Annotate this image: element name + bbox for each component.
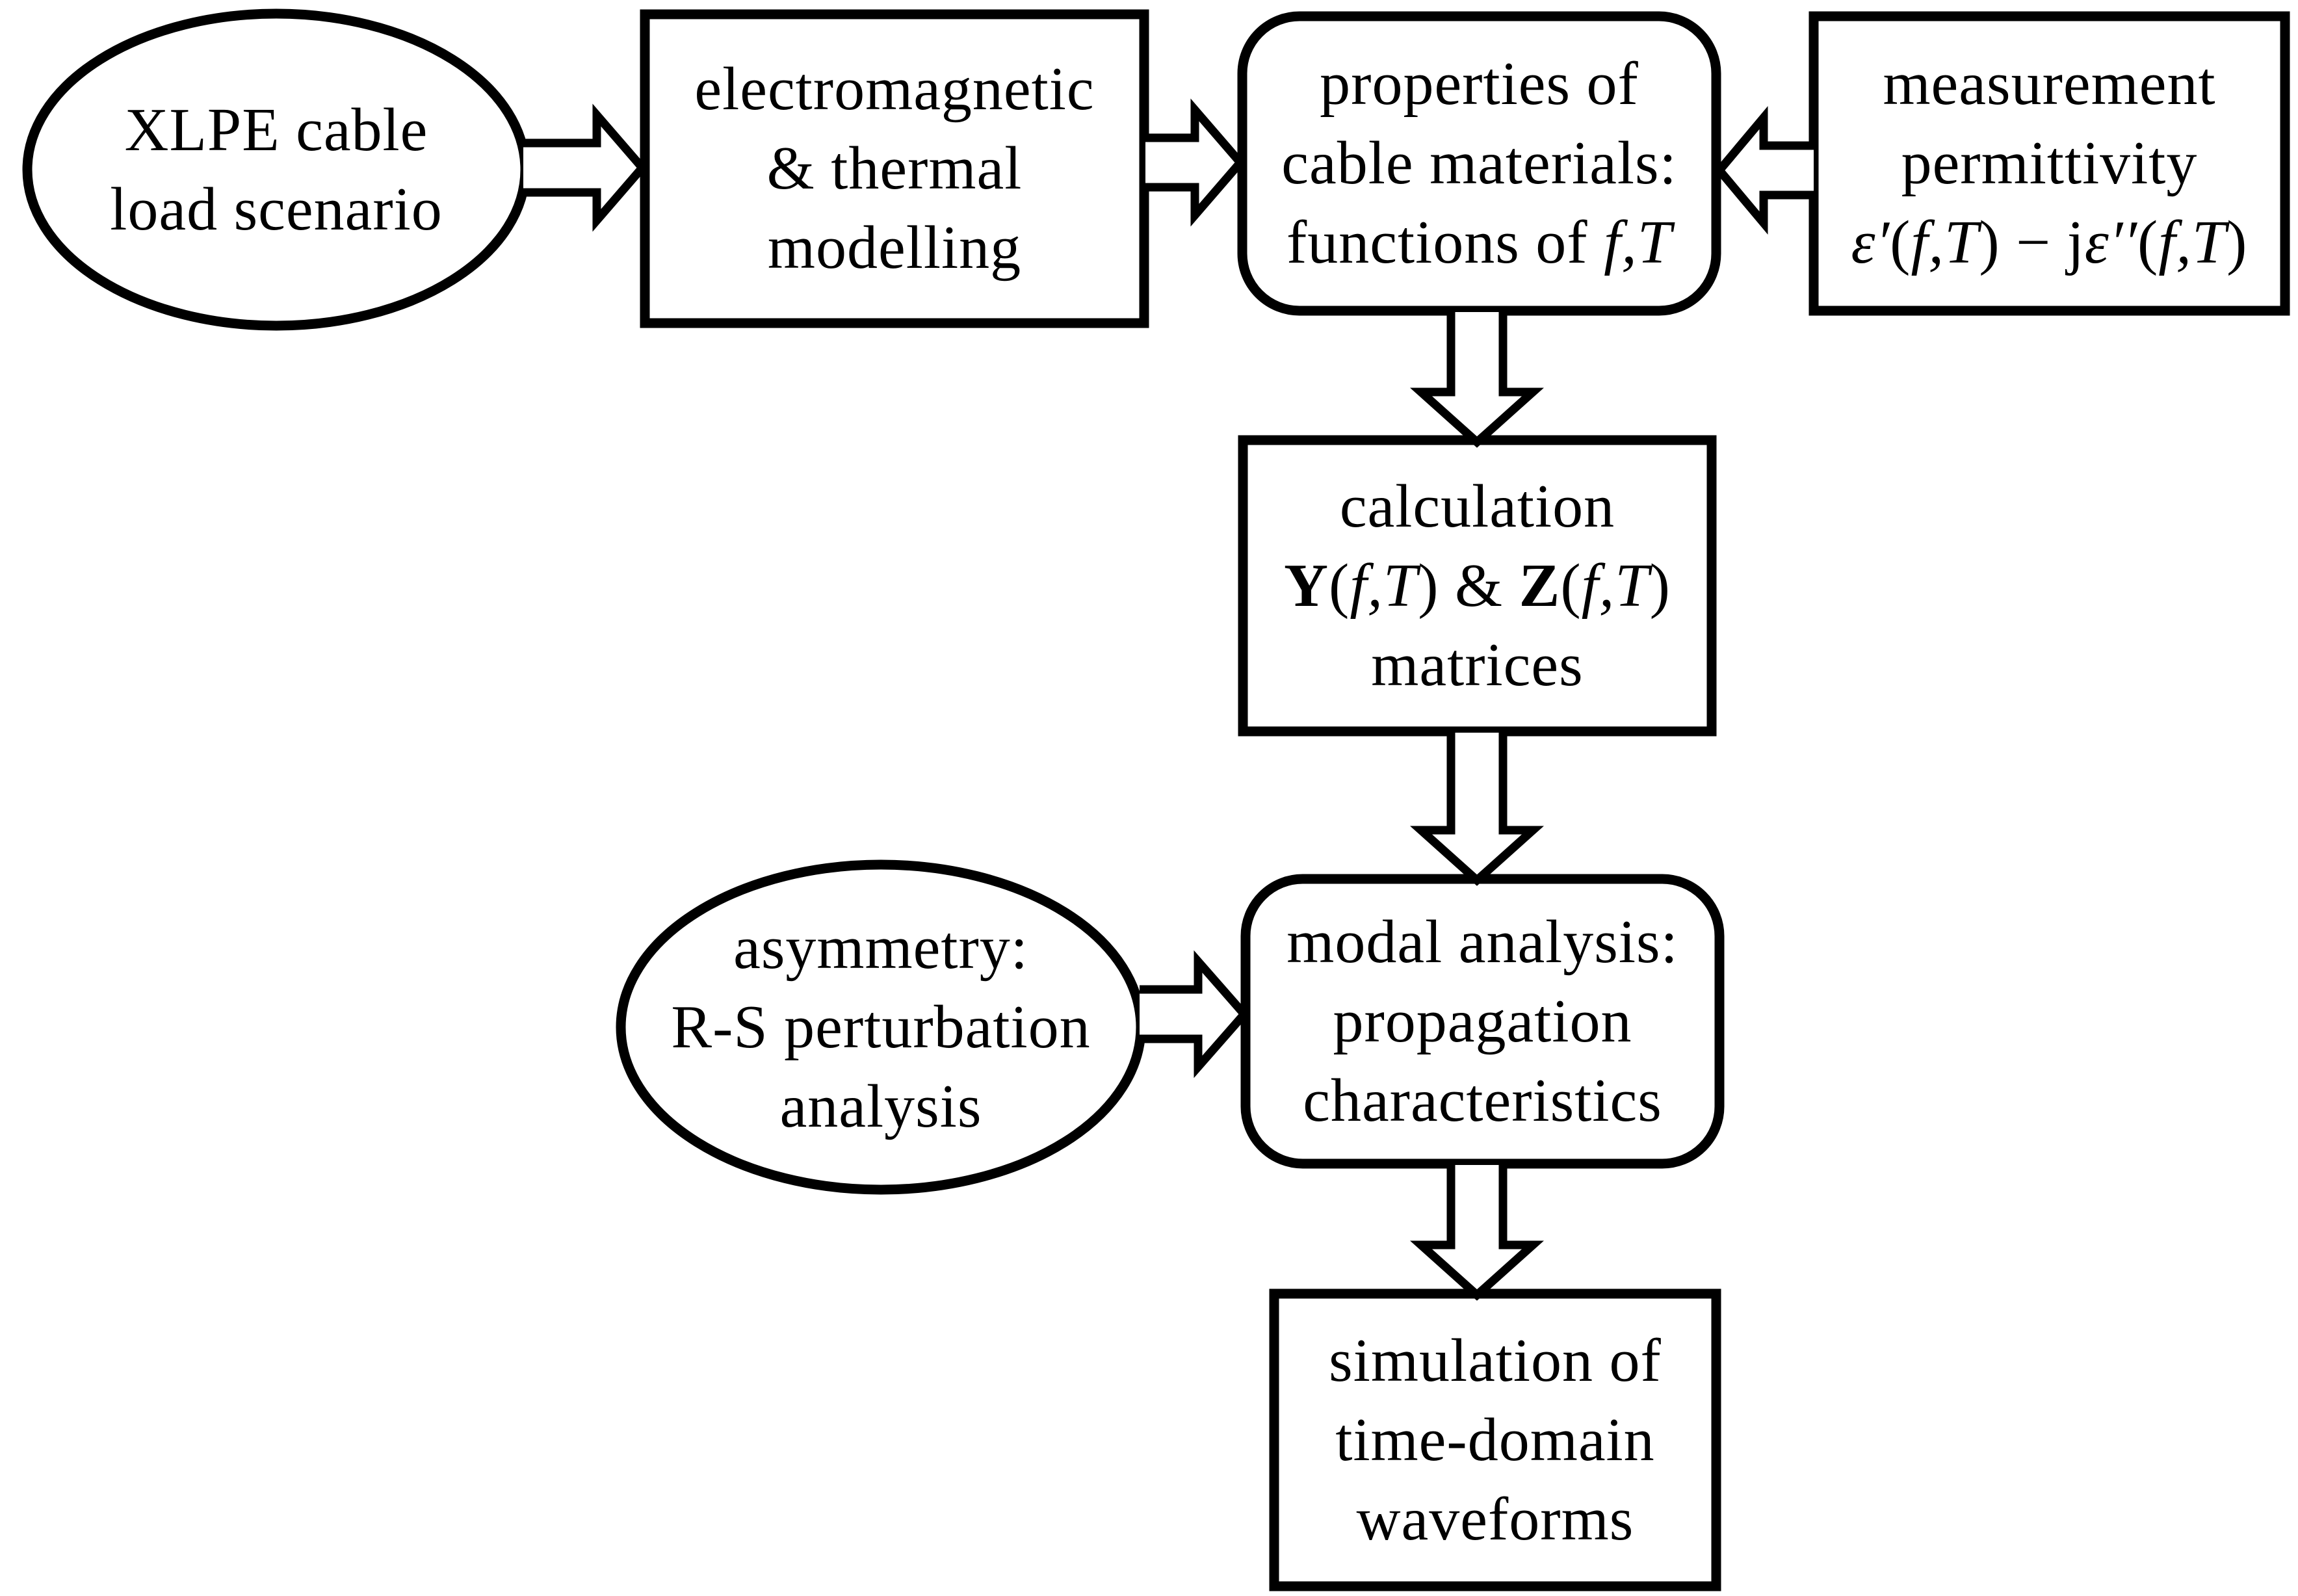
measurement-box-label: measurement permittivity ε′(f,T) − jε′′(…: [1814, 44, 2285, 282]
text-line: load scenario: [110, 176, 443, 243]
simulation-box-label: simulation of time-domain waveforms: [1274, 1321, 1716, 1559]
text-line: time-domain: [1335, 1406, 1655, 1474]
arrow-measurement-to-properties: [1714, 106, 1814, 235]
asymmetry-ellipse-label: asymmetry: R-S perturbation analysis: [621, 908, 1141, 1146]
permittivity-formula: ε′(f,T) − jε′′(f,T): [1851, 209, 2248, 276]
text-line: XLPE cable: [124, 96, 428, 164]
text-line: calculation: [1339, 473, 1615, 540]
text-line: analysis: [779, 1073, 982, 1140]
calculation-box-label: calculation Y(f,T) & Z(f,T) matrices: [1243, 467, 1712, 705]
text-line: asymmetry:: [733, 914, 1028, 982]
arrow-em-to-properties: [1145, 98, 1246, 227]
arrow-calculation-to-modal: [1409, 733, 1545, 886]
em-thermal-box-shape: [640, 9, 1149, 328]
text-line: propagation: [1333, 988, 1632, 1055]
calculation-box-shape: [1238, 435, 1717, 737]
text-line: simulation of: [1329, 1327, 1662, 1394]
simulation-box-shape: [1269, 1289, 1721, 1591]
text-line: cable materials:: [1281, 129, 1677, 197]
text-line: R-S perturbation: [671, 993, 1091, 1061]
arrow-properties-to-calculation: [1409, 312, 1545, 448]
text-line: permittivity: [1901, 129, 2198, 197]
modal-box-label: modal analysis: propagation characterist…: [1246, 902, 1719, 1140]
arrow-modal-to-simulation: [1409, 1165, 1545, 1301]
xlpe-ellipse-label: XLPE cable load scenario: [49, 90, 504, 249]
text-line: modelling: [767, 214, 1022, 281]
text-line: waveforms: [1356, 1485, 1634, 1553]
em-thermal-box-label: electromagnetic & thermal modelling: [645, 49, 1144, 287]
text-line: characteristics: [1303, 1067, 1662, 1134]
arrow-asymmetry-to-modal: [1140, 950, 1250, 1079]
properties-box-label: properties of cable materials: functions…: [1242, 44, 1716, 282]
text-line: electromagnetic: [694, 55, 1095, 123]
text-line: & thermal: [766, 135, 1023, 202]
matrix-formula: Y(f,T) & Z(f,T): [1284, 552, 1671, 620]
text-line: matrices: [1371, 631, 1584, 699]
arrow-xlpe-to-em: [523, 103, 648, 232]
text-line: properties of: [1320, 50, 1639, 118]
text-line: modal analysis:: [1286, 908, 1678, 976]
text-line: measurement: [1883, 50, 2216, 118]
text-line: functions of f,T: [1286, 209, 1673, 276]
